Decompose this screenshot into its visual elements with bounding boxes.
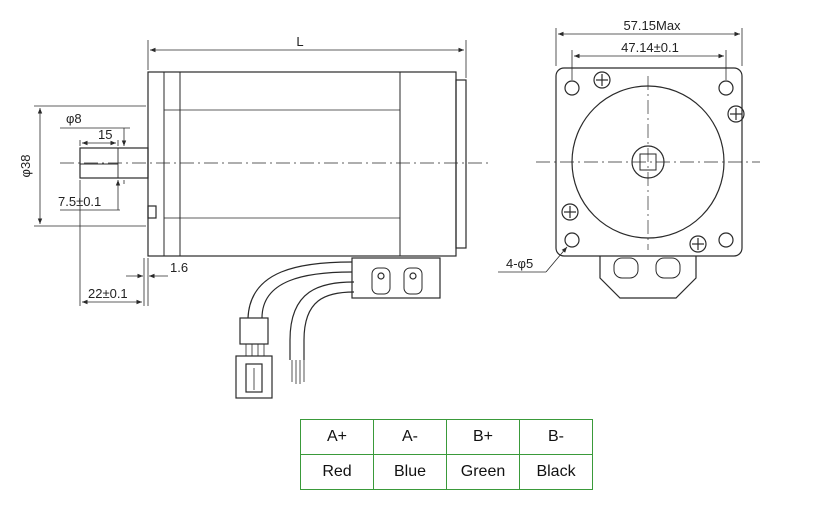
phase-cell: A+ [300,419,374,455]
dim-boss-thickness: 1.6 [170,260,188,275]
motor-body [147,71,457,257]
table-row: Red Blue Green Black [300,454,593,490]
mount-hole [564,80,580,96]
mount-hole [718,232,734,248]
mount-hole [564,232,580,248]
table-row: A+ A- B+ B- [300,419,593,455]
rear-cap [455,79,467,249]
dim-mount-holes: 4-φ5 [506,256,533,271]
front-connector [599,256,697,299]
screw-icon [561,203,579,221]
front-view [536,67,760,299]
phase-cell: B+ [446,419,520,455]
screw-icon [727,105,745,123]
wire-plug [239,317,269,345]
dim-shaft-length: 22±0.1 [88,286,128,301]
mount-hole [718,80,734,96]
color-cell: Red [300,454,374,490]
dim-flat-length: 15 [98,127,112,142]
dim-boss-diameter: φ38 [18,155,33,178]
dim-flange-max: 57.15Max [623,18,681,33]
color-cell: Blue [373,454,447,490]
color-cell: Black [519,454,593,490]
connector-block [351,257,441,299]
screw-icon [593,71,611,89]
screw-icon [689,235,707,253]
phase-cell: B- [519,419,593,455]
phase-cell: A- [373,419,447,455]
dim-hole-spacing: 47.14±0.1 [621,40,679,55]
wiring-table: A+ A- B+ B- Red Blue Green Black [300,419,593,490]
dim-flat-depth: 7.5±0.1 [58,194,101,209]
color-cell: Green [446,454,520,490]
side-dimensions [34,40,467,306]
front-dimensions [498,28,743,273]
dim-length: L [296,34,303,49]
dim-shaft-diameter: φ8 [66,111,82,126]
side-view [60,71,492,399]
